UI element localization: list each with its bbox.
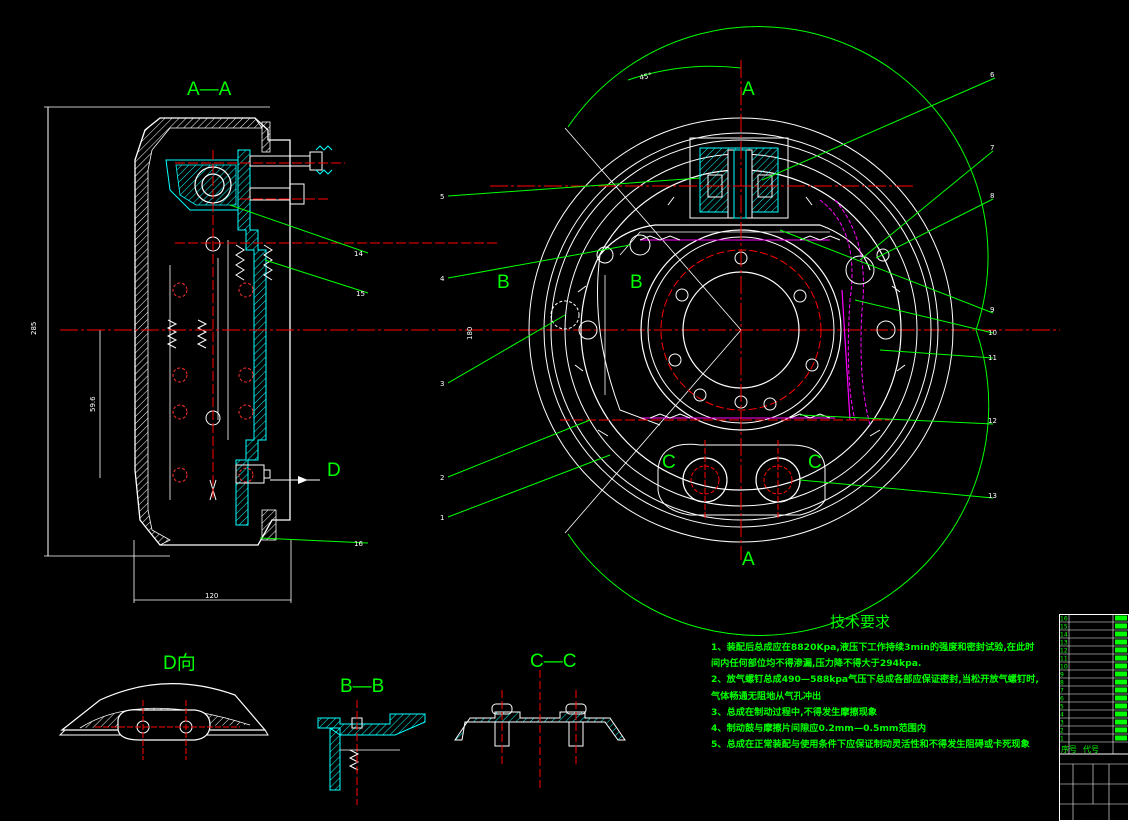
title-block-row-number: 13 bbox=[1060, 640, 1068, 647]
callout-2: 2 bbox=[440, 474, 444, 482]
callout-leaders bbox=[229, 77, 996, 544]
tech-requirement-item: 5、总成在正常装配与使用条件下应保证制动灵活性和不得发生阻碍或卡死现象 bbox=[711, 739, 1030, 751]
title-block-row-fill bbox=[1115, 679, 1127, 685]
tech-requirements-title: 技术要求 bbox=[830, 613, 891, 631]
title-block-row-fill bbox=[1115, 639, 1127, 645]
title-block-row-fill bbox=[1115, 719, 1127, 725]
callout-9: 9 bbox=[990, 306, 994, 314]
title-block-row-fill bbox=[1115, 663, 1127, 669]
view-d: D向 bbox=[58, 652, 269, 760]
callout-11: 11 bbox=[988, 354, 997, 362]
dim-overall-height: 285 bbox=[30, 322, 38, 335]
callout-1: 1 bbox=[440, 514, 444, 522]
title-block-row-number: 2 bbox=[1060, 728, 1064, 735]
section-c-right: C bbox=[808, 452, 822, 473]
title-block-row-number: 16 bbox=[1060, 616, 1068, 623]
title-block-row-number: 3 bbox=[1060, 720, 1064, 727]
front-view: 45° 180 bbox=[466, 26, 990, 636]
title-block-row-fill bbox=[1115, 671, 1127, 677]
section-b-left: B bbox=[497, 272, 510, 293]
view-bb: B—B bbox=[317, 676, 426, 805]
dim-inner-height: 59.6 bbox=[89, 396, 97, 412]
section-a-top: A bbox=[742, 79, 755, 100]
callout-13: 13 bbox=[988, 492, 997, 500]
title-block-row-fill bbox=[1115, 727, 1127, 733]
callout-6: 6 bbox=[990, 71, 995, 79]
title-block-row-number: 10 bbox=[1060, 664, 1068, 671]
tech-requirement-item: 2、放气螺钉总成490—588kpa气压下总成各部应保证密封,当松开放气螺钉时,… bbox=[711, 674, 1039, 702]
title-block-row-number: 11 bbox=[1060, 656, 1068, 663]
tech-requirement-item: 3、总成在制动过程中,不得发生摩擦现象 bbox=[711, 706, 878, 718]
callout-4: 4 bbox=[440, 275, 445, 283]
title-block-row-fill bbox=[1115, 631, 1127, 637]
title-block-row-number: 7 bbox=[1060, 688, 1064, 695]
section-aa-view: A—A 285 59.6 120 bbox=[30, 79, 1060, 603]
title-block-row-number: 15 bbox=[1060, 624, 1068, 631]
dim-angle: 45° bbox=[639, 72, 653, 82]
callout-15: 15 bbox=[356, 290, 365, 298]
title-block-row-fill bbox=[1115, 655, 1127, 661]
title-block-row-fill bbox=[1115, 735, 1127, 741]
title-block-row-fill bbox=[1115, 695, 1127, 701]
callout-7: 7 bbox=[990, 144, 994, 152]
title-block-row-fill bbox=[1115, 647, 1127, 653]
title-block-row-fill bbox=[1115, 687, 1127, 693]
tech-requirement-item: 1、装配后总成应在8820Kpa,液压下工作持续3min的强度和密封试验,在此时… bbox=[711, 642, 1035, 670]
dim-radius: 180 bbox=[466, 327, 474, 340]
d-arrow-label: D bbox=[327, 460, 341, 481]
view-cc: C—C bbox=[454, 651, 626, 790]
section-b-right: B bbox=[630, 272, 643, 293]
callout-numbers: 1 2 3 4 5 6 7 8 9 10 11 12 13 14 15 16 bbox=[354, 71, 997, 548]
title-block-row-number: 14 bbox=[1060, 632, 1068, 639]
title-block-row-fill bbox=[1115, 615, 1127, 621]
title-block-row-number: 12 bbox=[1060, 648, 1068, 655]
title-block-row-number: 1 bbox=[1060, 736, 1064, 743]
callout-10: 10 bbox=[988, 329, 997, 337]
title-block-row-number: 8 bbox=[1060, 680, 1064, 687]
title-block-code-header: 代号 bbox=[1083, 744, 1099, 754]
title-block-row-number: 5 bbox=[1060, 704, 1064, 711]
callout-12: 12 bbox=[988, 417, 997, 425]
view-bb-label: B—B bbox=[340, 676, 384, 697]
title-block-row-number: 4 bbox=[1060, 712, 1064, 719]
section-a-bottom: A bbox=[742, 549, 755, 570]
callout-8: 8 bbox=[990, 192, 994, 200]
callout-3: 3 bbox=[440, 380, 444, 388]
callout-16: 16 bbox=[354, 540, 363, 548]
view-cc-label: C—C bbox=[530, 651, 576, 672]
title-block-row-number: 9 bbox=[1060, 672, 1064, 679]
dim-width: 120 bbox=[205, 592, 218, 600]
section-aa-label: A—A bbox=[187, 79, 232, 100]
callout-14: 14 bbox=[354, 250, 363, 258]
view-d-label: D向 bbox=[163, 652, 196, 674]
callout-5: 5 bbox=[440, 193, 444, 201]
title-block-row-fill bbox=[1115, 711, 1127, 717]
section-c-left: C bbox=[662, 452, 676, 473]
title-block-row-fill bbox=[1115, 703, 1127, 709]
title-block-row-number: 6 bbox=[1060, 696, 1064, 703]
title-block-row-fill bbox=[1115, 623, 1127, 629]
tech-requirement-item: 4、制动鼓与摩擦片间隙应0.2mm—0.5mm范围内 bbox=[711, 723, 927, 735]
tech-requirements-list: 1、装配后总成应在8820Kpa,液压下工作持续3min的强度和密封试验,在此时… bbox=[711, 640, 1041, 753]
